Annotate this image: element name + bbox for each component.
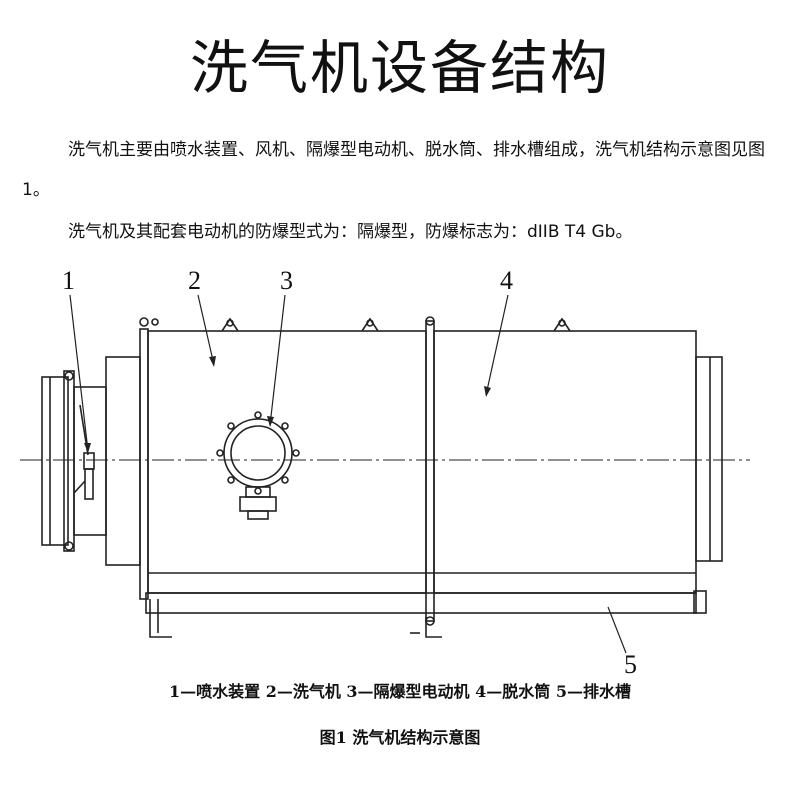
callout-4: 4	[500, 266, 513, 295]
structure-diagram: 1 2 3 4 5	[20, 266, 750, 675]
figure-legend: 1—喷水装置 2—洗气机 3—隔爆型电动机 4—脱水筒 5—排水槽	[169, 682, 631, 701]
explosion-proof-paragraph: 洗气机及其配套电动机的防爆型式为：隔爆型，防爆标志为：dIIB T4 Gb。	[68, 222, 633, 242]
intro-paragraph: 洗气机主要由喷水装置、风机、隔爆型电动机、脱水筒、排水槽组成，洗气机结构示意图见…	[22, 140, 765, 200]
page-title: 洗气机设备结构	[189, 34, 610, 102]
callout-1: 1	[62, 266, 75, 295]
callout-2: 2	[188, 266, 201, 295]
figure-caption: 图1 洗气机结构示意图	[319, 728, 481, 747]
callout-3: 3	[280, 266, 293, 295]
callout-5: 5	[624, 650, 637, 675]
